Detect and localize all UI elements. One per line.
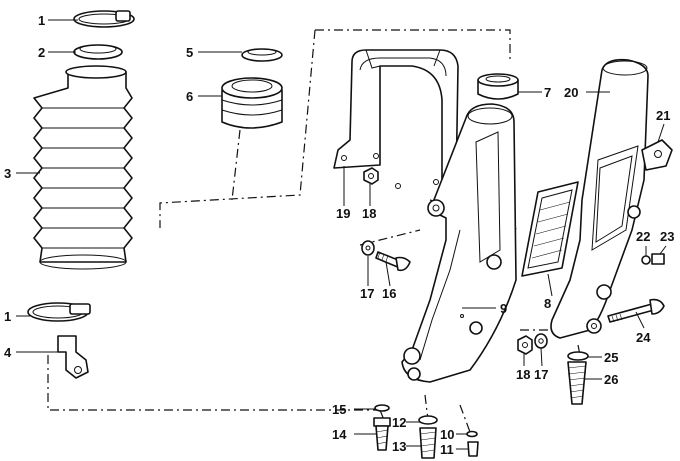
stud-26 [567,361,587,405]
washer-17-lower [534,333,548,349]
nut-18-upper [363,167,379,185]
nut-18-lower [517,335,533,355]
label-part-18-upper: 18 [362,206,376,221]
support-ring [73,44,123,60]
mounting-tab [641,139,673,171]
label-part-26: 26 [604,372,618,387]
seal-ring [241,48,283,62]
bolt-13 [419,427,437,459]
washer-12 [418,415,438,425]
label-part-15: 15 [332,402,346,417]
washer-10 [466,430,478,438]
label-part-24: 24 [636,330,651,345]
label-part-8: 8 [544,296,551,311]
label-part-7: 7 [544,85,551,100]
label-part-4: 4 [4,345,12,360]
washer-17-upper [361,240,375,256]
label-part-11: 11 [440,442,454,457]
label-part-17-upper: 17 [360,286,374,301]
screw-22 [641,255,651,265]
screw-23 [651,253,665,265]
label-part-3: 3 [4,166,11,181]
rubber-gaiter [33,65,133,270]
label-part-18-lower: 18 [516,367,530,382]
hose-clamp-upper [73,10,135,28]
label-part-13: 13 [392,439,406,454]
label-part-2: 2 [38,45,45,60]
slider-seal [477,73,519,100]
fork-slider-right [550,58,649,339]
fork-slider-left [401,103,517,383]
washer-25 [567,351,589,361]
fork-seal [221,77,283,129]
bolt-14 [373,417,391,451]
label-part-14: 14 [332,427,347,442]
part-labels: 1 2 3 1 4 5 6 7 20 21 22 23 19 18 17 16 … [4,13,674,457]
label-part-19: 19 [336,206,350,221]
label-part-25: 25 [604,350,618,365]
label-part-10: 10 [440,427,454,442]
washer-15 [374,404,390,412]
reflector [521,181,579,277]
label-part-6: 6 [186,89,193,104]
hose-clamp-lower [27,302,91,322]
label-part-5: 5 [186,45,193,60]
screw-11 [467,441,479,457]
label-part-12: 12 [392,415,406,430]
label-part-16: 16 [382,286,396,301]
label-part-17-lower: 17 [534,367,548,382]
label-part-1-lower: 1 [4,309,11,324]
cable-bracket [57,335,89,379]
fork-cover [333,49,459,197]
label-part-21: 21 [656,108,670,123]
label-part-1-upper: 1 [38,13,45,28]
label-part-9: 9 [500,301,507,316]
leader-lines [16,19,667,450]
label-part-22: 22 [636,229,650,244]
label-part-20: 20 [564,85,578,100]
bolt-24 [607,298,665,323]
label-part-23: 23 [660,229,674,244]
bolt-16 [375,251,411,272]
